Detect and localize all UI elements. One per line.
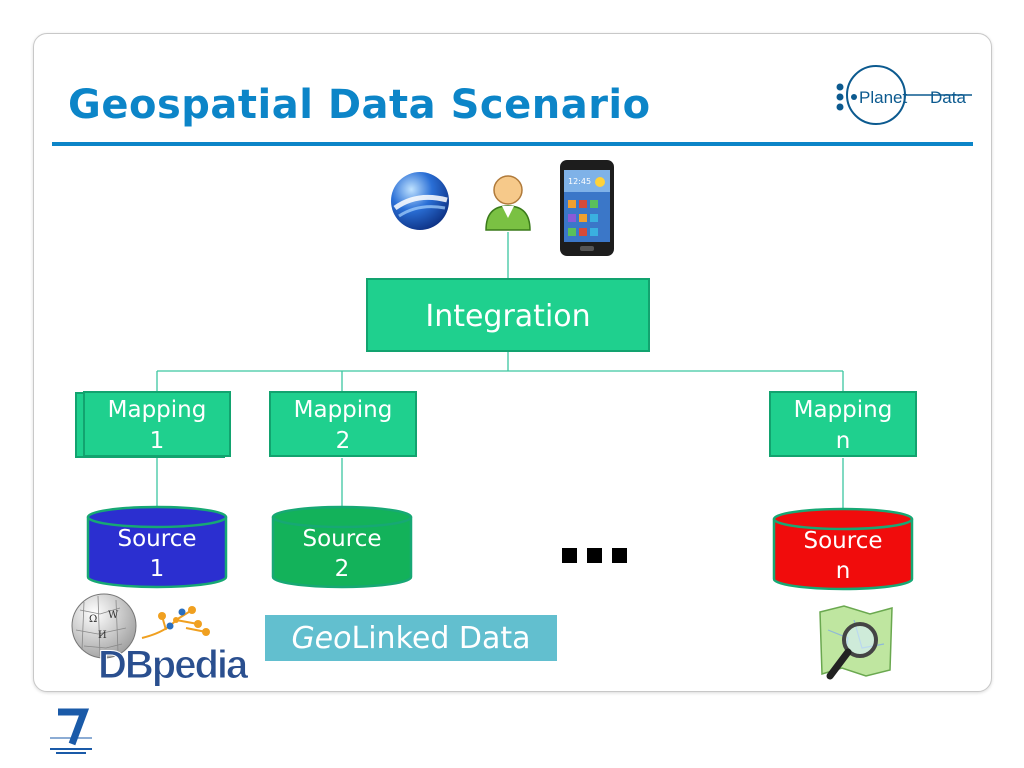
mapping-1-line1: Mapping <box>107 397 207 423</box>
logo-text-planet: Planet <box>859 88 907 107</box>
openstreetmap-icon <box>819 605 893 680</box>
source-2-line1: Source <box>302 526 382 552</box>
fp7-logo-icon <box>50 708 92 754</box>
svg-text:И: И <box>98 630 107 641</box>
google-earth-icon <box>391 172 449 230</box>
integration-box: Integration <box>366 278 650 352</box>
phone-time-text: 12:45 <box>568 177 591 186</box>
source-n-line2: n <box>835 558 851 584</box>
geolinked-geo: Geo <box>291 620 352 656</box>
mapping-1-box: Mapping 1 <box>83 391 231 457</box>
mapping-n-line1: Mapping <box>793 397 893 423</box>
mapping-2-box: Mapping 2 <box>269 391 417 457</box>
planet-data-logo: Planet Data <box>836 65 972 125</box>
source-n-label: Source n <box>772 526 914 586</box>
wikipedia-globe-icon: Ω W И <box>71 593 137 659</box>
ellipsis-marker <box>562 548 628 564</box>
smartphone-icon: 12:45 <box>560 160 614 256</box>
source-n-line1: Source <box>803 528 883 554</box>
source-1-line1: Source <box>117 526 197 552</box>
mapping-2-line1: Mapping <box>293 397 393 423</box>
source-1-label: Source 1 <box>86 524 228 584</box>
ellipsis-dot <box>612 548 627 563</box>
logo-text-data: Data <box>930 88 966 107</box>
source-2-label: Source 2 <box>271 524 413 584</box>
svg-text:W: W <box>108 610 119 621</box>
slide-title: Geospatial Data Scenario <box>68 82 651 128</box>
mapping-n-box: Mapping n <box>769 391 917 457</box>
dbpedia-logo-text: DBpedia <box>97 643 248 688</box>
mapping-2-line2: 2 <box>335 428 351 454</box>
source-2-cylinder <box>271 505 413 589</box>
dbpedia-network-icon <box>141 606 210 639</box>
source-1-cylinder <box>86 505 228 589</box>
mapping-n-line2: n <box>835 428 851 454</box>
source-2-line2: 2 <box>334 556 350 582</box>
source-1-line2: 1 <box>149 556 165 582</box>
source-n-cylinder <box>772 507 914 591</box>
geolinked-rest: Linked Data <box>351 620 531 656</box>
title-underline <box>52 142 973 146</box>
mapping-1-line2: 1 <box>149 428 165 454</box>
ellipsis-dot <box>562 548 577 563</box>
integration-label: Integration <box>425 299 591 334</box>
user-icon <box>485 175 531 231</box>
ellipsis-dot <box>587 548 602 563</box>
svg-text:Ω: Ω <box>89 614 97 625</box>
